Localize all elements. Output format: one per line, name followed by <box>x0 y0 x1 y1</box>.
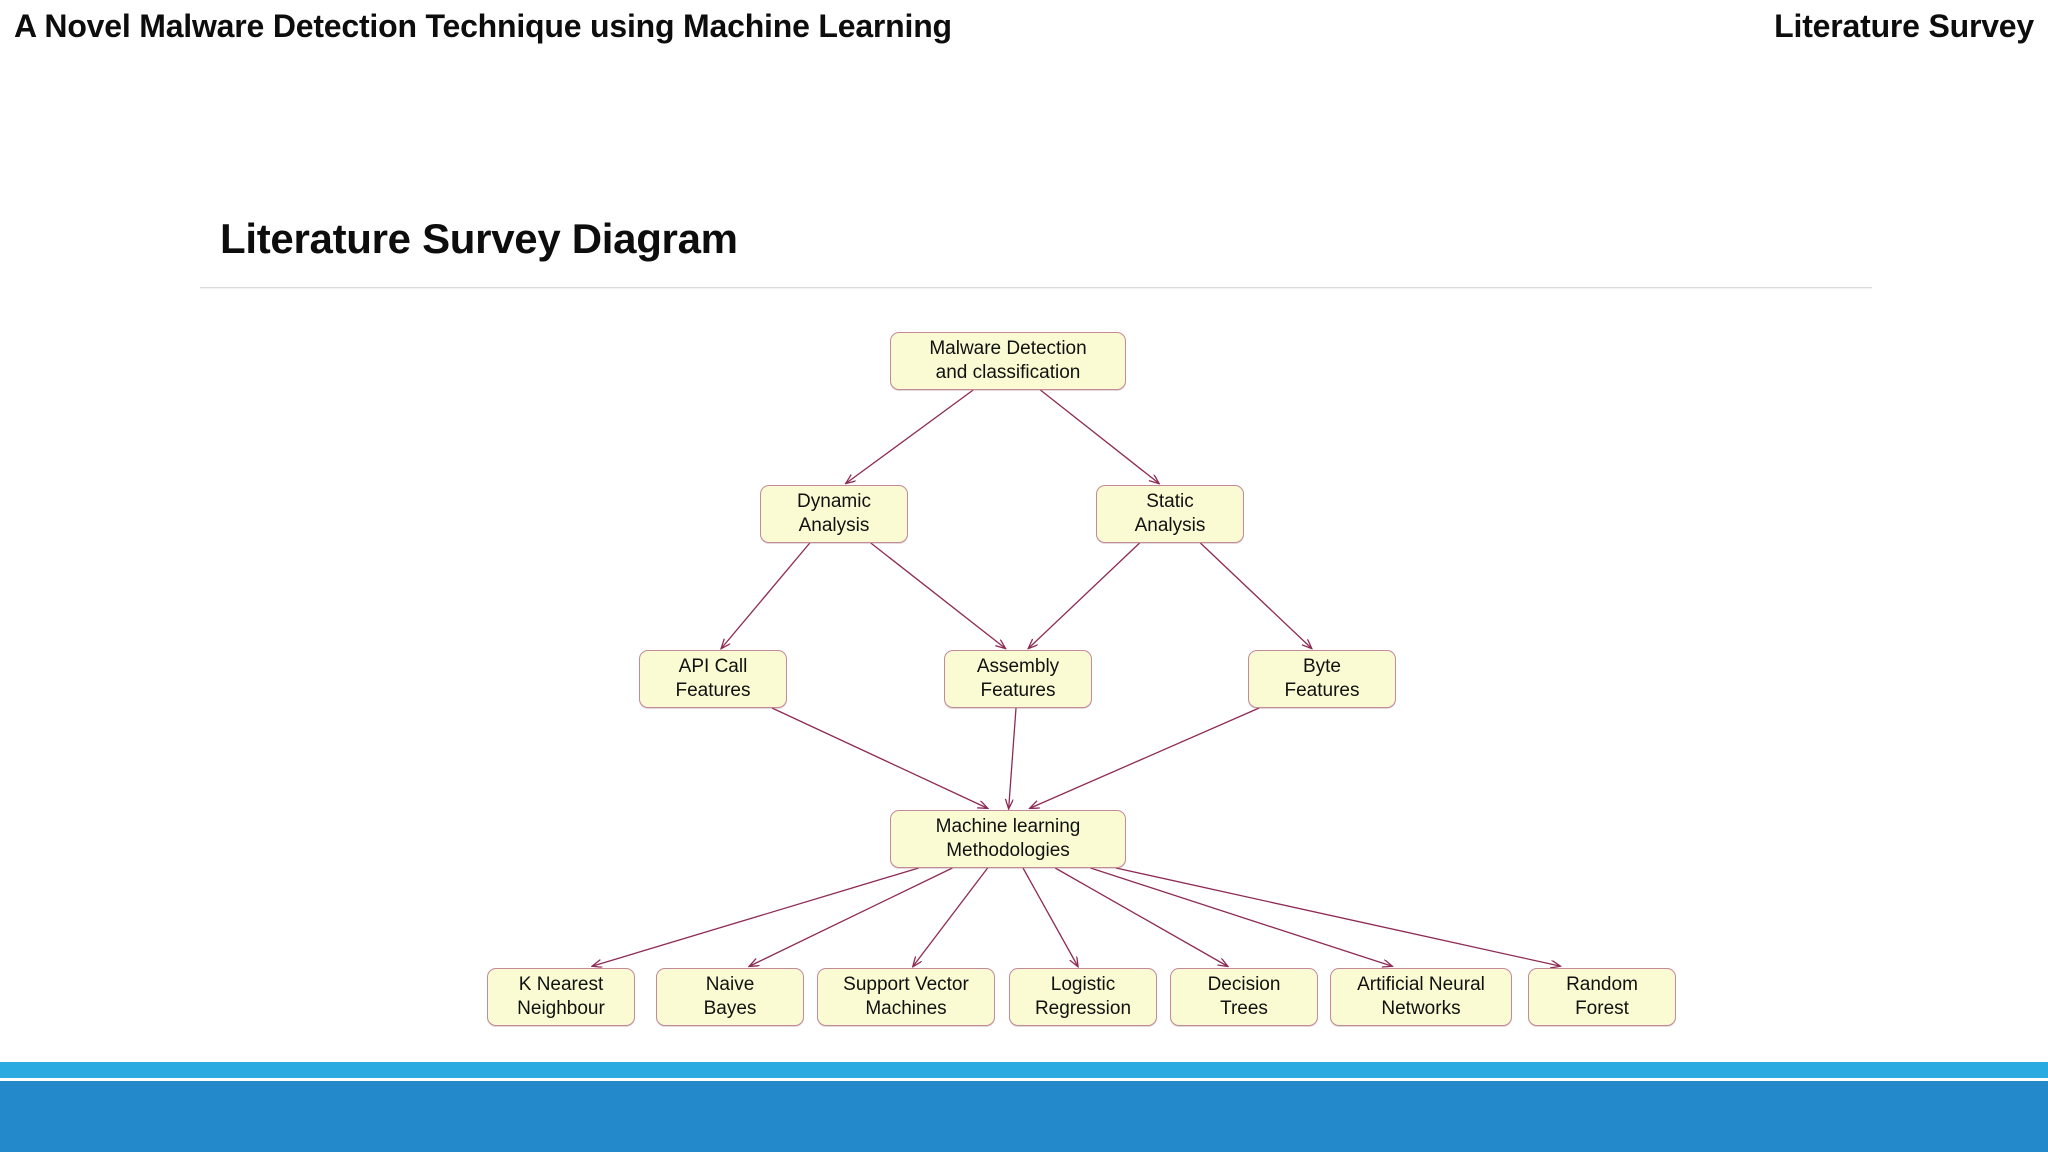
diagram-node-label: Artificial Neural Networks <box>1357 973 1485 1019</box>
title-divider <box>200 287 1872 289</box>
slide-header: A Novel Malware Detection Technique usin… <box>0 0 2048 62</box>
diagram-node-label: Machine learning Methodologies <box>935 815 1081 861</box>
diagram-node-label: Malware Detection and classification <box>929 337 1087 383</box>
diagram-edge-ml-to-ann <box>1090 867 1392 966</box>
diagram-node-label: Support Vector Machines <box>843 973 969 1019</box>
diagram-node-label: Logistic Regression <box>1034 973 1132 1019</box>
diagram-node-dynamic[interactable]: Dynamic Analysis <box>760 485 908 543</box>
diagram-node-dt[interactable]: Decision Trees <box>1170 968 1318 1026</box>
diagram-node-api[interactable]: API Call Features <box>639 650 787 708</box>
diagram-edge-ml-to-dt <box>1054 867 1227 966</box>
presentation-title: A Novel Malware Detection Technique usin… <box>14 8 952 44</box>
diagram-node-root[interactable]: Malware Detection and classification <box>890 332 1126 390</box>
diagram-node-label: Byte Features <box>1284 655 1360 701</box>
diagram-node-label: Decision Trees <box>1207 973 1281 1019</box>
diagram-edge-static-to-byte <box>1199 542 1311 648</box>
footer-bar <box>0 1081 2048 1152</box>
diagram-edge-byte-to-ml <box>1030 707 1260 808</box>
diagram-edge-dynamic-to-api <box>722 542 811 648</box>
diagram-edge-static-to-asm <box>1029 542 1141 648</box>
diagram-node-label: Random Forest <box>1566 973 1638 1019</box>
page-title: Literature Survey Diagram <box>220 215 738 262</box>
diagram-edge-dynamic-to-asm <box>870 542 1005 648</box>
diagram-edge-asm-to-ml <box>1009 707 1017 808</box>
diagram-node-asm[interactable]: Assembly Features <box>944 650 1092 708</box>
diagram-node-lr[interactable]: Logistic Regression <box>1009 968 1157 1026</box>
diagram-edge-ml-to-nb <box>750 867 953 966</box>
footer-accent-strip <box>0 1062 2048 1078</box>
diagram-edge-root-to-static <box>1039 389 1158 483</box>
diagram-node-svm[interactable]: Support Vector Machines <box>817 968 995 1026</box>
diagram-node-ann[interactable]: Artificial Neural Networks <box>1330 968 1512 1026</box>
diagram-node-label: Static Analysis <box>1134 490 1206 536</box>
diagram-edge-ml-to-lr <box>1022 867 1078 966</box>
diagram-node-nb[interactable]: Naive Bayes <box>656 968 804 1026</box>
diagram-edge-ml-to-knn <box>593 867 919 966</box>
diagram-edge-api-to-ml <box>771 707 987 808</box>
diagram-edge-layer <box>0 389 2048 1060</box>
diagram-node-static[interactable]: Static Analysis <box>1096 485 1244 543</box>
header-section-label: Literature Survey <box>1774 8 2034 44</box>
diagram-node-label: Dynamic Analysis <box>797 490 871 536</box>
diagram-node-rf[interactable]: Random Forest <box>1528 968 1676 1026</box>
diagram-edge-ml-to-svm <box>913 867 989 966</box>
diagram-edge-ml-to-rf <box>1115 867 1560 966</box>
diagram-node-label: K Nearest Neighbour <box>517 973 605 1019</box>
diagram-node-byte[interactable]: Byte Features <box>1248 650 1396 708</box>
diagram-edge-root-to-dynamic <box>846 389 974 483</box>
diagram-node-ml[interactable]: Machine learning Methodologies <box>890 810 1126 868</box>
diagram-node-label: Naive Bayes <box>703 973 757 1019</box>
diagram-node-knn[interactable]: K Nearest Neighbour <box>487 968 635 1026</box>
diagram-node-label: API Call Features <box>675 655 751 701</box>
diagram-node-label: Assembly Features <box>976 655 1060 701</box>
footer-gap <box>0 1078 2048 1081</box>
